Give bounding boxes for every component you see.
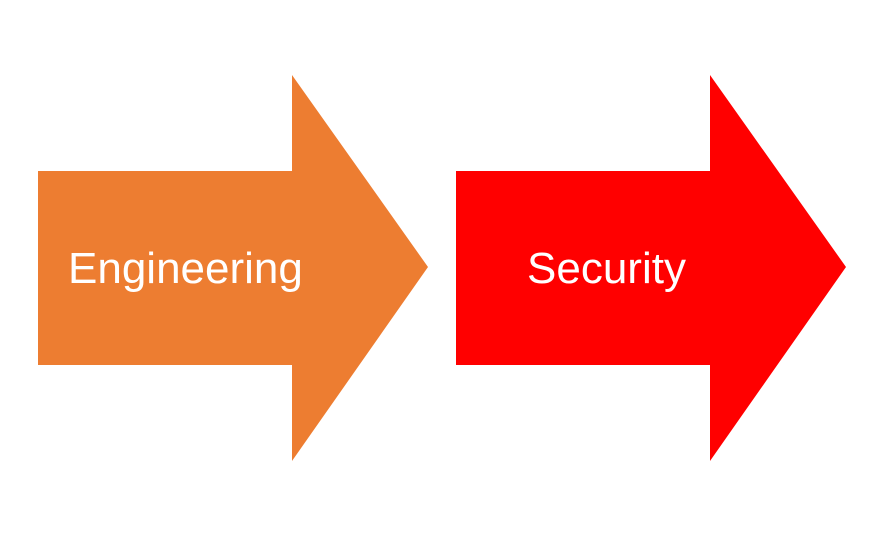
security-arrow-label: Security [527,244,686,293]
engineering-arrow-label: Engineering [68,244,303,293]
engineering-arrow [38,75,428,461]
security-arrow [456,75,846,461]
